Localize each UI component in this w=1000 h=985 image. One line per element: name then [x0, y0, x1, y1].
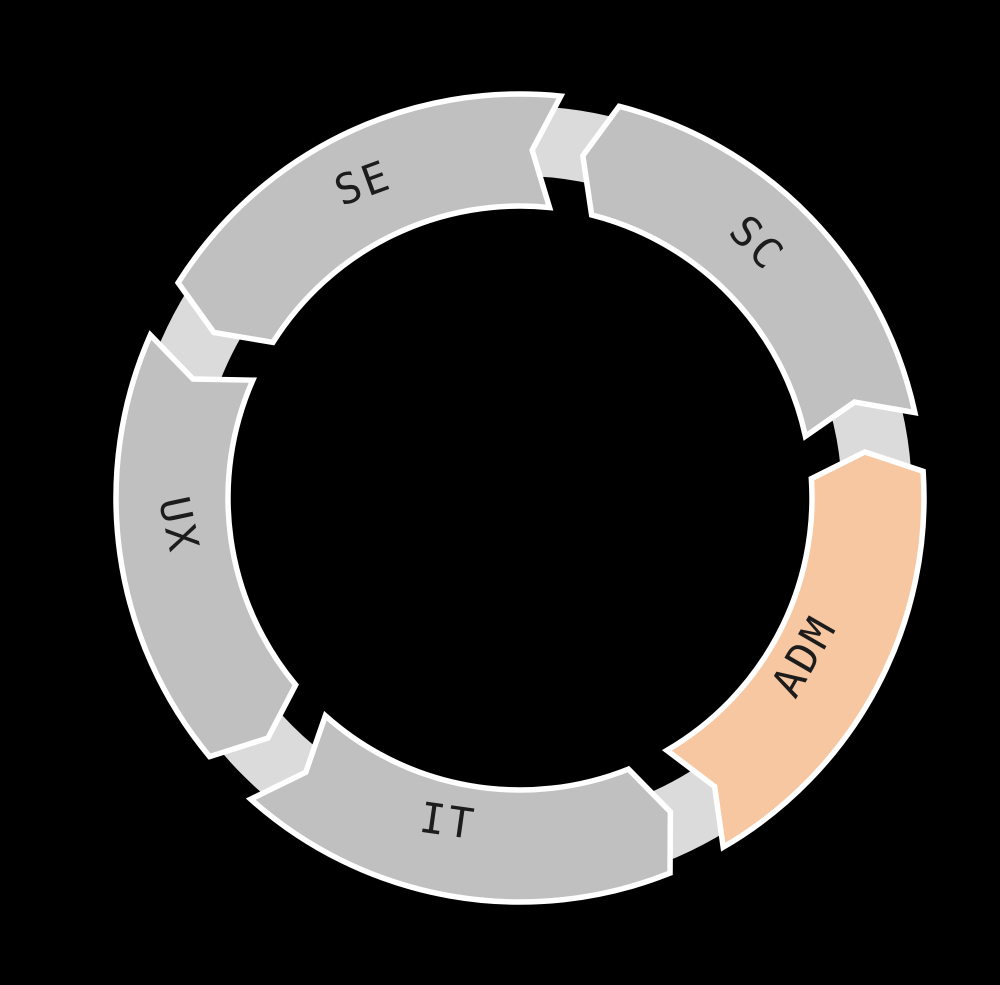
segment-se: [174, 91, 566, 346]
segment-label-it: IT: [417, 793, 480, 849]
segment-ux: [113, 330, 299, 760]
segment-sc: [579, 103, 919, 441]
segment-group: [113, 91, 927, 905]
segment-label-ux: UX: [149, 492, 209, 558]
segment-it: [245, 710, 674, 905]
segment-adm-highlighted: [661, 449, 927, 852]
